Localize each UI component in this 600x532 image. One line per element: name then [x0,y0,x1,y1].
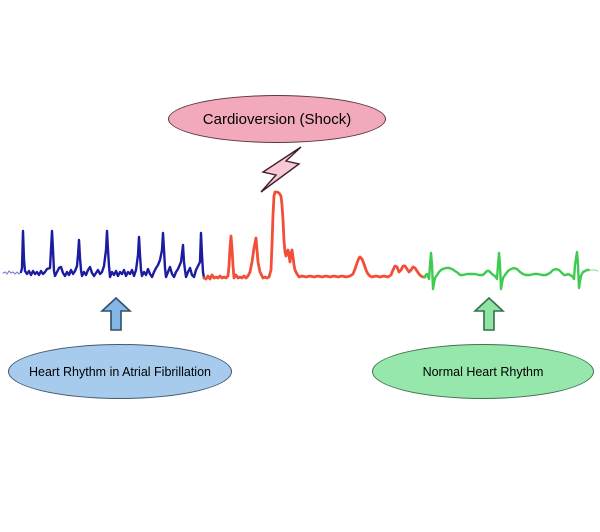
afib-label: Heart Rhythm in Atrial Fibrillation [28,364,211,379]
ecg-normal-segment [422,250,591,291]
cardioversion-label: Cardioversion (Shock) [202,110,352,128]
afib-up-arrow-shape [100,297,132,331]
normal-rhythm-label: Normal Heart Rhythm [422,364,544,379]
afib-bubble: Heart Rhythm in Atrial Fibrillation [8,344,232,399]
ecg-shock-segment [202,190,427,281]
normal-up-arrow-icon [473,297,505,331]
lightning-bolt-icon [260,146,302,193]
cardioversion-bubble: Cardioversion (Shock) [168,95,386,143]
normal-rhythm-bubble: Normal Heart Rhythm [372,344,594,399]
ecg-trace [2,190,599,291]
afib-up-arrow-icon [100,297,132,331]
ecg-normal-tail-segment [588,269,599,272]
normal-up-arrow-shape [473,297,505,331]
ecg-afib-intro-segment [2,270,22,275]
ecg-afib-segment [19,229,206,280]
lightning-bolt-shape [260,146,302,193]
